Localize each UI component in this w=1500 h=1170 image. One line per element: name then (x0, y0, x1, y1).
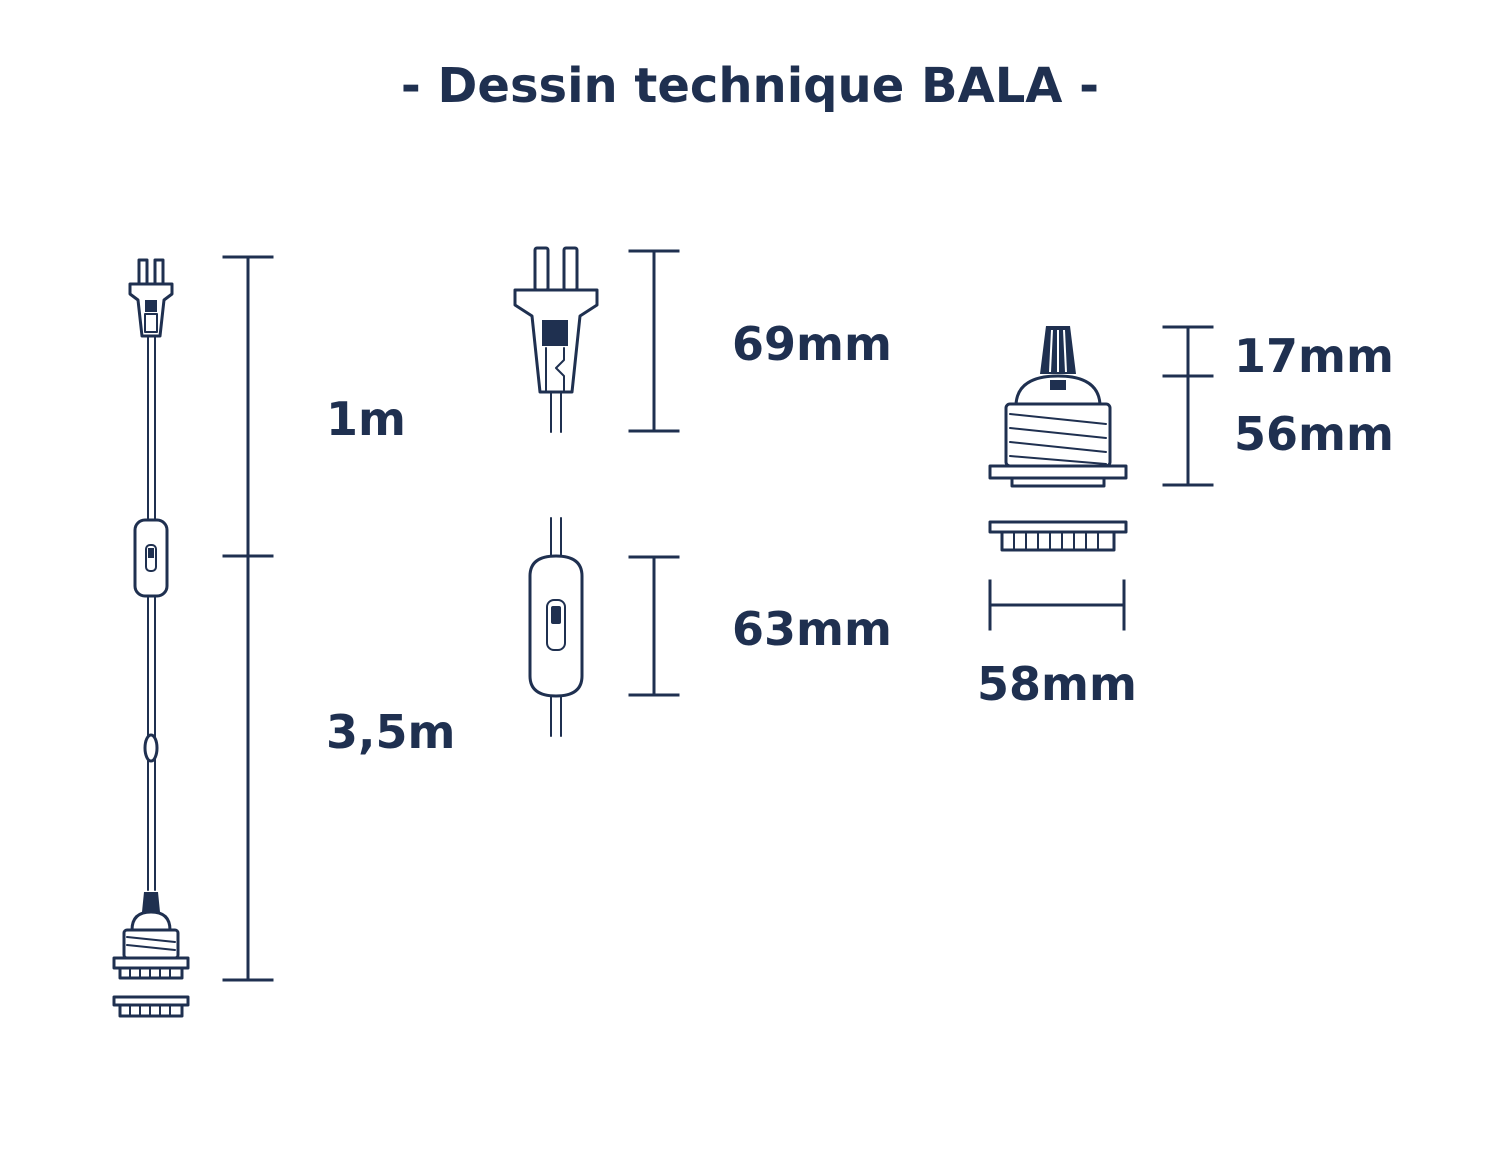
label-socket-body: 56mm (1234, 407, 1394, 461)
full-cable-assembly (112, 258, 190, 1018)
dimension-socket-vertical (1162, 325, 1214, 487)
plug-detail (513, 246, 599, 433)
dimension-cable (222, 255, 274, 982)
label-cable-upper: 1m (326, 392, 406, 446)
label-switch-height: 63mm (732, 602, 892, 656)
label-socket-top: 17mm (1234, 329, 1394, 383)
label-plug-height: 69mm (732, 317, 892, 371)
label-cable-lower: 3,5m (326, 705, 455, 759)
dimension-switch (628, 555, 680, 697)
drawing-title: - Dessin technique BALA - (401, 58, 1099, 114)
switch-detail (528, 517, 584, 737)
plug-prong-right (153, 258, 165, 286)
dimension-plug (628, 249, 680, 433)
plug-prong-left (137, 258, 149, 286)
socket-detail (988, 326, 1128, 552)
label-socket-width: 58mm (977, 657, 1137, 711)
dimension-socket-width (988, 579, 1126, 631)
